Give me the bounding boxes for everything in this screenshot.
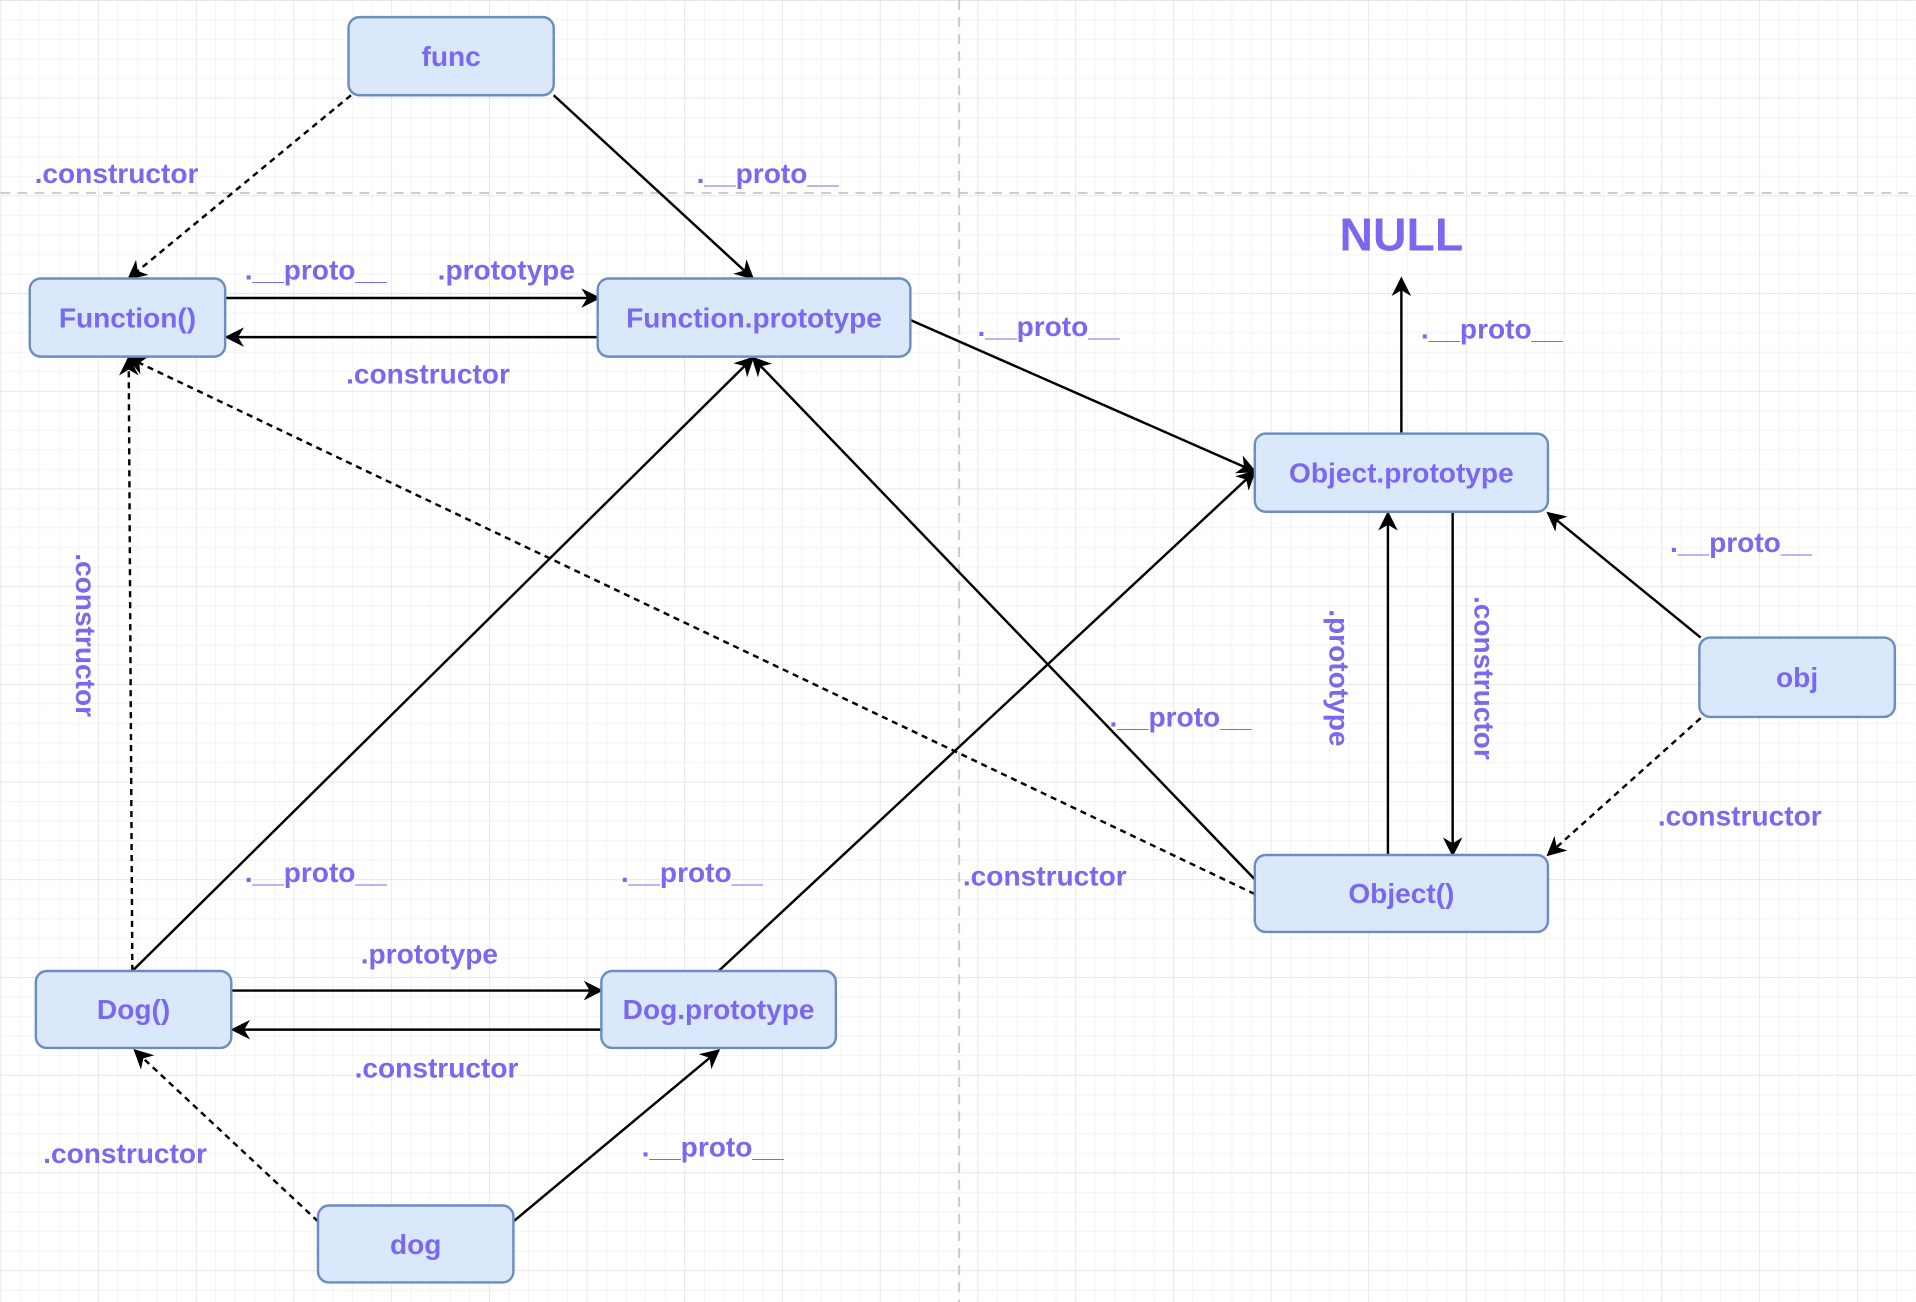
node-box[interactable] (316, 1204, 515, 1284)
edge-label: .__proto__ (642, 1132, 784, 1163)
edge-label: .constructor (35, 158, 199, 189)
edge-label: .__proto__ (245, 857, 387, 888)
edge-func-to-function_proto (552, 94, 755, 280)
node-label: obj (1776, 662, 1818, 693)
edge-dog_proto-to-object_proto (717, 470, 1257, 972)
edge-dog-to-dog_proto (512, 1049, 721, 1223)
edge-label: .prototype (361, 939, 498, 970)
node-label: Object() (1348, 878, 1454, 909)
edge-label: .__proto__ (621, 857, 763, 888)
edge-label: .__proto__ (978, 311, 1120, 342)
node-box[interactable] (1253, 432, 1550, 513)
edge-func-to-function_ctor (127, 94, 352, 280)
node-label: Function() (59, 302, 196, 333)
edge-object_ctor-to-function_proto (751, 356, 1256, 881)
node-label: Object.prototype (1289, 457, 1514, 488)
node-label: Function.prototype (626, 302, 882, 333)
null-terminal: NULL (1339, 208, 1463, 260)
node-dog_ctor[interactable]: Dog() (34, 969, 233, 1050)
node-box[interactable] (600, 969, 838, 1050)
edge-dog_ctor-to-function_ctor (119, 355, 139, 972)
edge-label: .constructor (355, 1052, 519, 1083)
edge-label: .__proto__ (1109, 702, 1251, 733)
edge-label: .__proto__ (1670, 527, 1812, 558)
edge-label: .prototype (438, 255, 575, 286)
edge-label: .__proto__ (697, 158, 839, 189)
edge-label: .constructor (1658, 801, 1822, 832)
edge-obj-to-object_proto (1546, 511, 1702, 639)
edge-label: .constructor (346, 359, 510, 390)
node-box[interactable] (1253, 853, 1550, 934)
node-label: Dog.prototype (623, 994, 815, 1025)
edge-label: .__proto__ (1421, 313, 1563, 344)
node-box[interactable] (1698, 636, 1897, 719)
edge-object_ctor-to-function_ctor (126, 356, 1256, 896)
edge-function_proto-to-object_proto (909, 318, 1257, 474)
edge-obj-to-object_ctor (1546, 717, 1702, 857)
node-object_proto[interactable]: Object.prototype (1253, 432, 1550, 513)
node-dog_proto[interactable]: Dog.prototype (600, 969, 838, 1050)
edge-label: .__proto__ (245, 255, 387, 286)
edge-label: .constructor (43, 1138, 207, 1169)
edge-label: .prototype (1323, 609, 1354, 746)
node-obj[interactable]: obj (1698, 636, 1897, 719)
node-box[interactable] (347, 15, 555, 97)
edge-label: .constructor (1469, 596, 1500, 760)
node-function_ctor[interactable]: Function() (28, 277, 227, 358)
edge-dog-to-dog_ctor (133, 1049, 319, 1223)
node-label: Dog() (97, 994, 170, 1025)
node-box[interactable] (28, 277, 227, 358)
node-box[interactable] (34, 969, 233, 1050)
node-object_ctor[interactable]: Object() (1253, 853, 1550, 934)
node-function_proto[interactable]: Function.prototype (596, 277, 912, 358)
node-label: func (421, 41, 480, 72)
node-box[interactable] (596, 277, 912, 358)
node-func[interactable]: func (347, 15, 555, 97)
edge-label: .constructor (963, 861, 1127, 892)
node-label: dog (390, 1229, 441, 1260)
edge-label: .constructor (70, 553, 101, 717)
node-dog[interactable]: dog (316, 1204, 515, 1284)
edge-dog_ctor-to-function_proto (131, 356, 755, 972)
